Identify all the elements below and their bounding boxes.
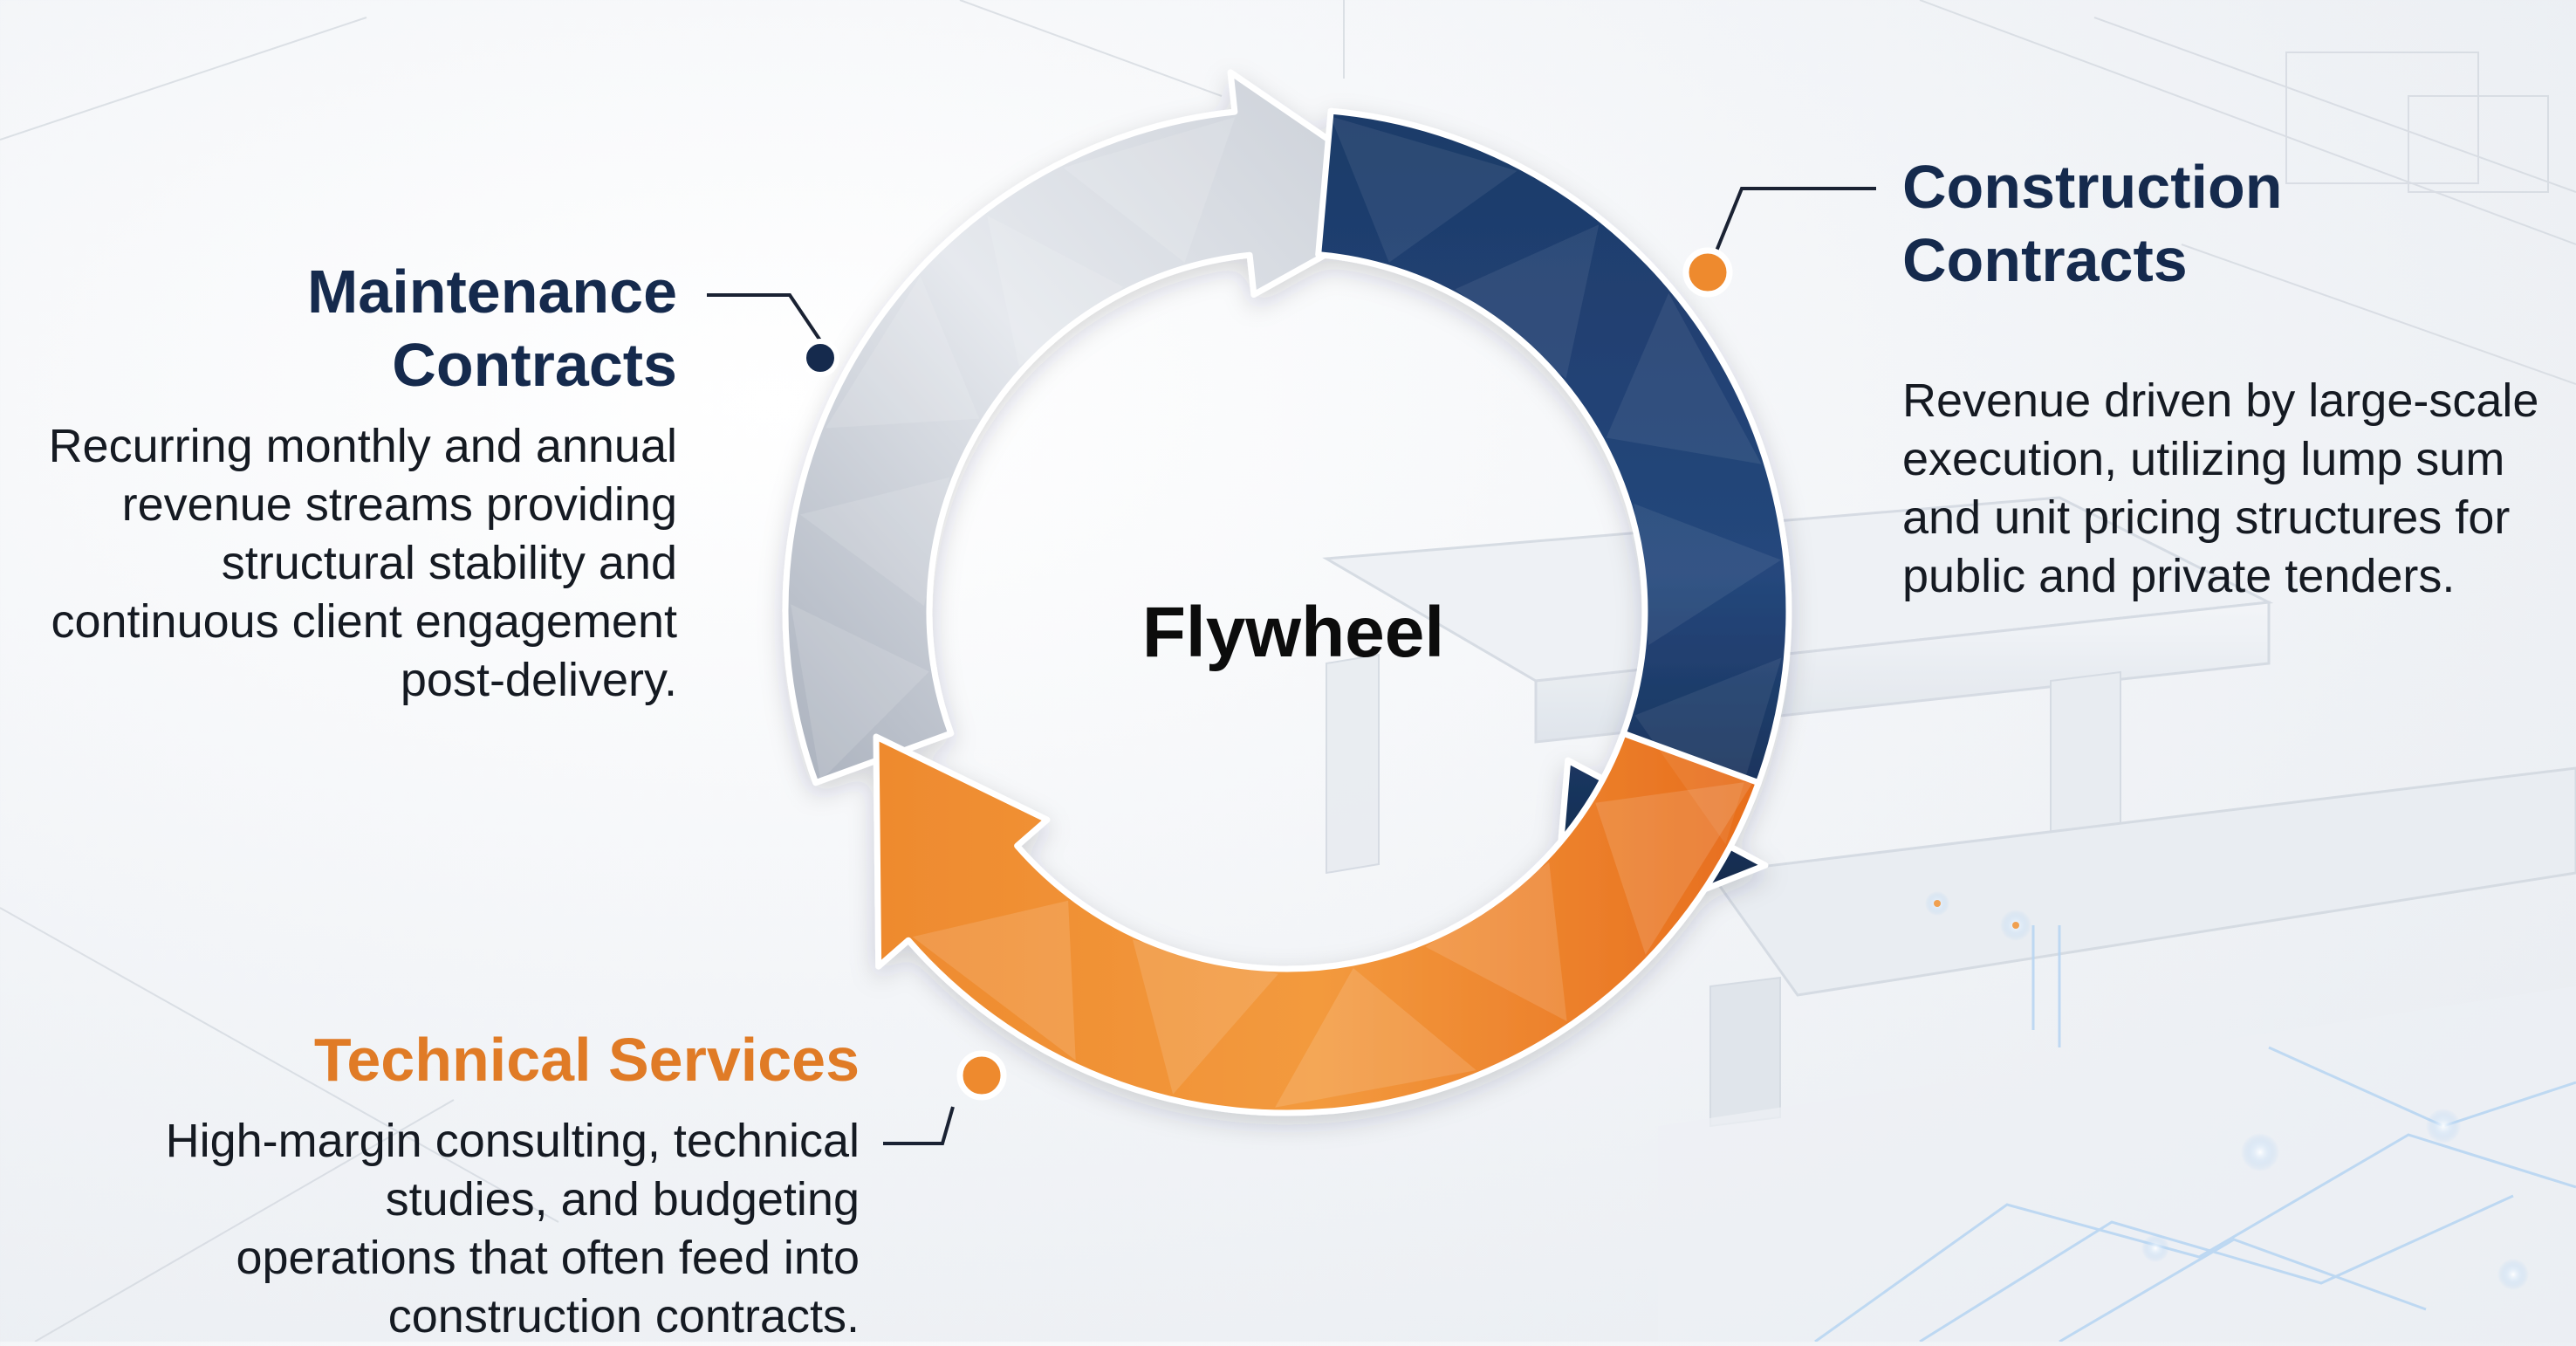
arrow-facet <box>1606 292 1762 464</box>
flywheel-center-label: Flywheel <box>1141 593 1445 672</box>
technical-services-arrow <box>873 730 1762 1116</box>
description-line: post-delivery. <box>400 654 677 706</box>
technical-node-dot <box>956 1050 1007 1101</box>
arrow-facet <box>1634 657 1782 845</box>
maintenance-contracts-description: Recurring monthly and annual revenue str… <box>9 417 677 710</box>
technical-services-title: Technical Services <box>122 1023 860 1096</box>
arrow-facet <box>799 477 950 607</box>
description-line: High-margin consulting, technical <box>165 1115 860 1167</box>
title-line: Contracts <box>392 331 677 399</box>
construction-leader-line <box>1706 187 1876 273</box>
arrow-facet <box>987 215 1124 367</box>
technical-services-callout: Technical Services High-margin consultin… <box>122 1023 860 1346</box>
maintenance-contracts-title: Maintenance Contracts <box>9 255 677 402</box>
description-line: Recurring monthly and annual <box>48 420 677 472</box>
maintenance-contracts-arrow <box>782 69 1423 786</box>
technical-services-description: High-margin consulting, technical studie… <box>122 1112 860 1346</box>
arrow-facet <box>1455 224 1600 379</box>
construction-contracts-callout: Construction Contracts Revenue driven by… <box>1902 150 2566 606</box>
arrow-facet <box>791 604 929 781</box>
title-line: Construction <box>1902 153 2283 221</box>
arrow-facet <box>1634 504 1781 646</box>
arrow-facet <box>826 276 980 429</box>
description-line: and unit pricing structures for <box>1902 491 2511 544</box>
description-line: revenue streams providing <box>121 478 677 531</box>
arrow-facet <box>1275 968 1476 1108</box>
arrow-facet <box>1132 939 1278 1095</box>
title-line: Maintenance <box>307 258 677 326</box>
description-line: studies, and budgeting <box>385 1173 860 1226</box>
arrow-facet <box>1330 116 1518 263</box>
construction-contracts-description: Revenue driven by large-scale execution,… <box>1902 372 2566 606</box>
maintenance-contracts-callout: Maintenance Contracts Recurring monthly … <box>9 255 677 710</box>
technical-leader-line <box>883 1106 955 1145</box>
title-line: Technical Services <box>313 1026 860 1094</box>
maintenance-leader-line <box>707 293 822 342</box>
description-line: continuous client engagement <box>51 595 677 648</box>
description-line: operations that often feed into <box>236 1232 860 1284</box>
arrow-facet <box>1595 780 1754 955</box>
arrow-facet <box>1425 862 1567 1021</box>
description-line: construction contracts. <box>387 1290 860 1343</box>
maintenance-node-dot <box>801 339 839 377</box>
leader-lines <box>707 187 1876 1145</box>
arrow-facet <box>1063 117 1236 263</box>
construction-node-dot <box>1682 247 1733 298</box>
description-line: public and private tenders. <box>1902 550 2456 602</box>
description-line: structural stability and <box>221 537 677 589</box>
arrow-facet <box>912 900 1076 1061</box>
title-line: Contracts <box>1902 226 2188 294</box>
construction-contracts-title: Construction Contracts <box>1902 150 2566 297</box>
description-line: execution, utilizing lump sum <box>1902 433 2505 485</box>
glow-points <box>1925 891 2529 1290</box>
description-line: Revenue driven by large-scale <box>1902 374 2539 427</box>
